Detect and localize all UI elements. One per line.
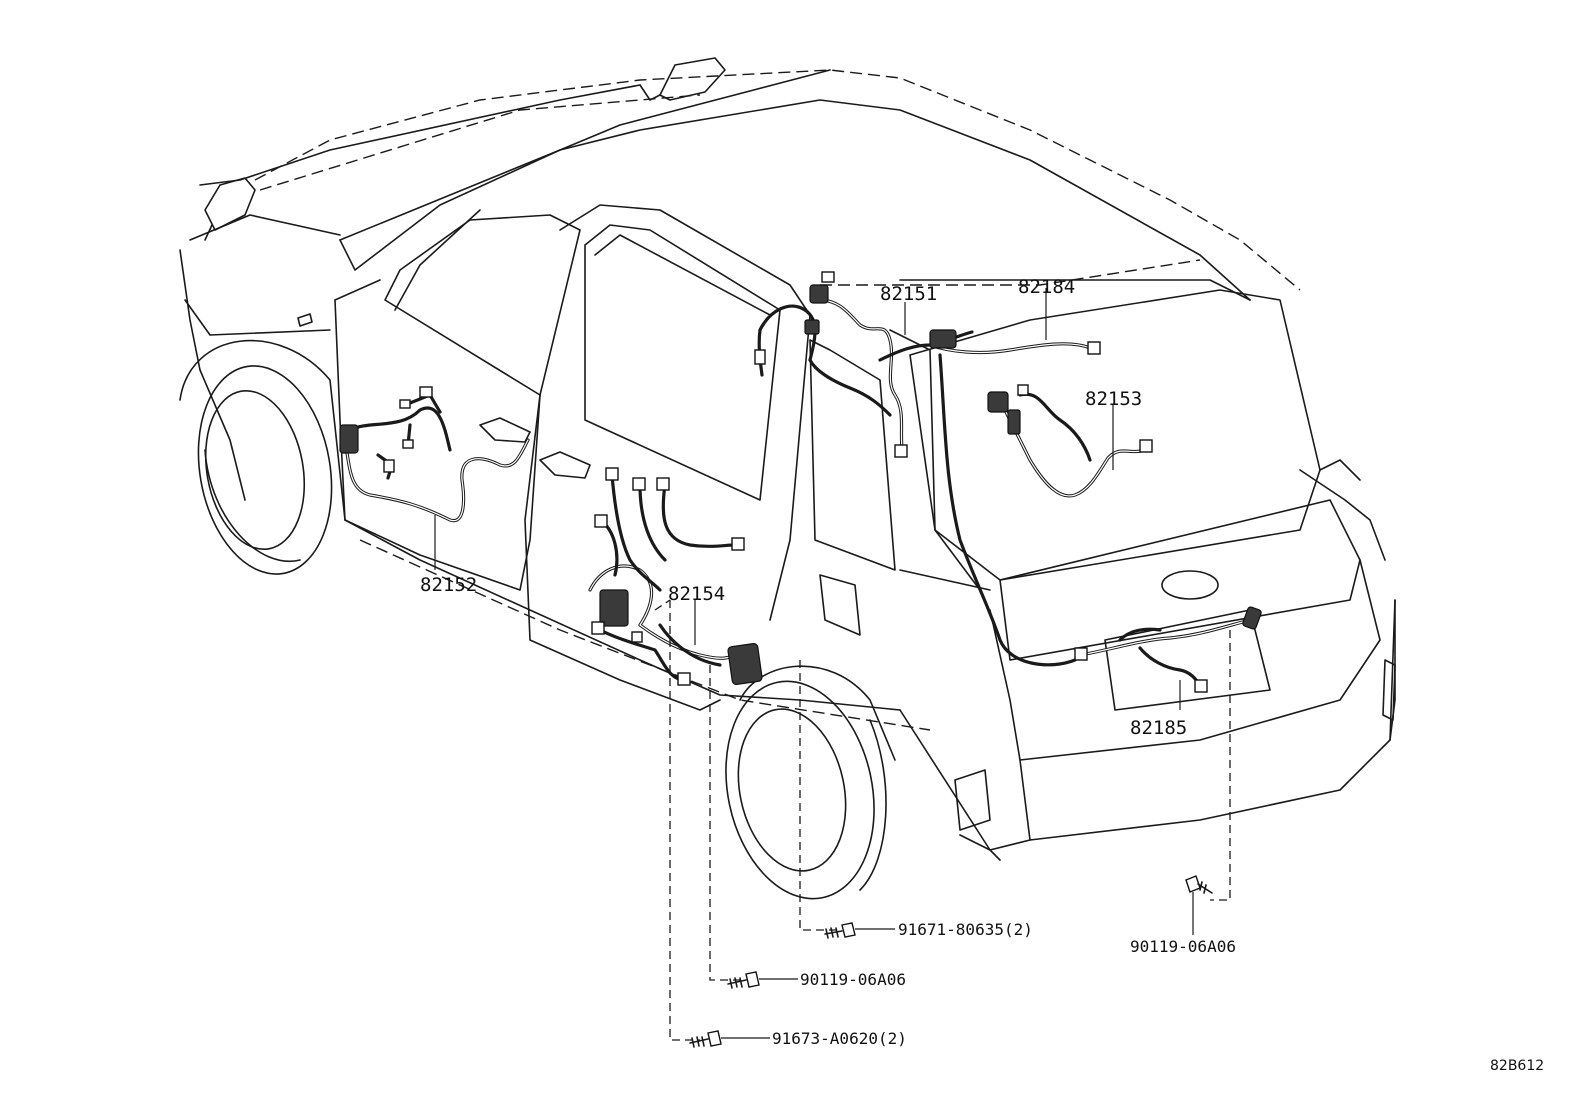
leader-lines bbox=[434, 288, 1181, 710]
label-fastener-91671-80635: 91671-80635(2) bbox=[898, 920, 1033, 939]
fastener-labels: 91671-80635(2) 90119-06A06 91673-A0620(2… bbox=[772, 920, 1236, 1048]
label-82154: 82154 bbox=[668, 583, 725, 605]
label-82184: 82184 bbox=[1018, 276, 1075, 298]
label-82152: 82152 bbox=[420, 574, 477, 596]
bolt-icon bbox=[727, 971, 760, 989]
harness-82154 bbox=[588, 467, 763, 686]
bolt-icon bbox=[1185, 875, 1213, 894]
harness-82184 bbox=[928, 329, 1101, 355]
label-82153: 82153 bbox=[1085, 388, 1142, 410]
bolt-icon bbox=[689, 1030, 722, 1048]
part-labels: 82151 82184 82153 82152 82154 82185 bbox=[420, 276, 1187, 739]
harness-82185 bbox=[1074, 606, 1262, 693]
fastener-guides bbox=[654, 599, 1231, 1041]
diagram-code: 82B612 bbox=[1490, 1058, 1544, 1074]
label-82185: 82185 bbox=[1130, 717, 1187, 739]
harness-82153 bbox=[938, 353, 1153, 667]
label-fastener-90119-06a06-mid: 90119-06A06 bbox=[800, 970, 906, 989]
label-fastener-91673-a0620: 91673-A0620(2) bbox=[772, 1029, 907, 1048]
harness-82152 bbox=[339, 386, 530, 523]
vehicle-outline bbox=[179, 57, 1396, 900]
label-fastener-90119-06a06-right: 90119-06A06 bbox=[1130, 937, 1236, 956]
bolt-icon bbox=[824, 922, 856, 939]
label-82151: 82151 bbox=[880, 283, 937, 305]
